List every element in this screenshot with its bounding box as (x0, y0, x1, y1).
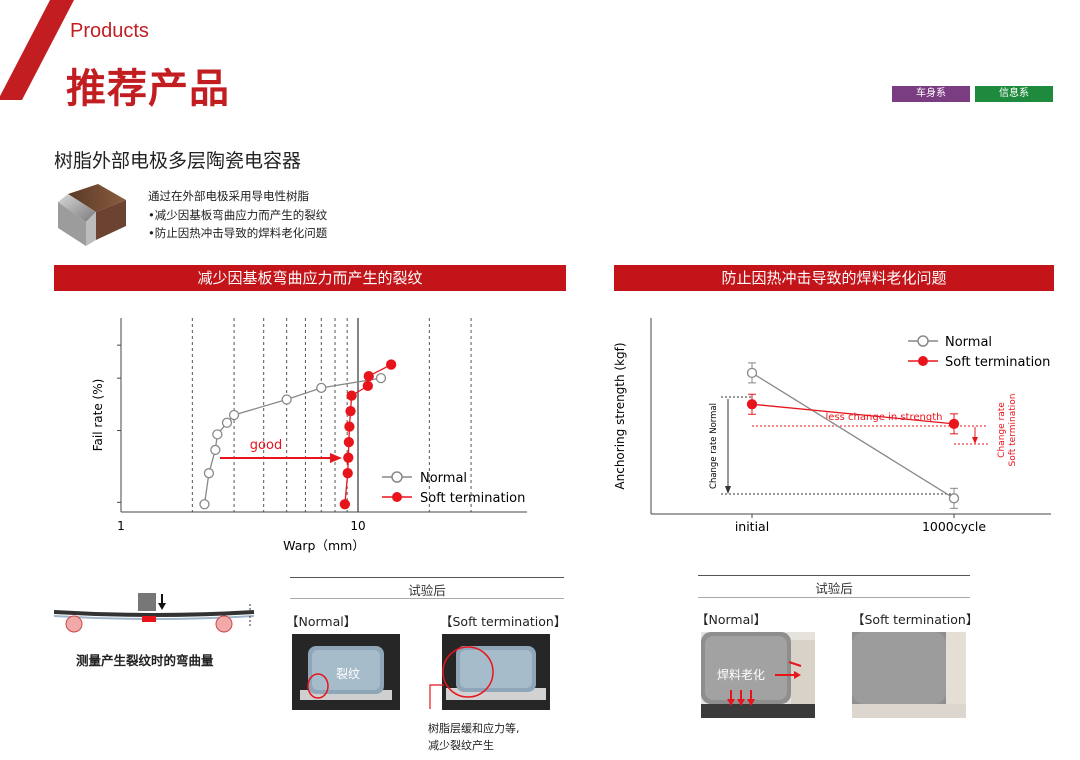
data-point-soft (344, 421, 355, 432)
legend-marker-soft (392, 492, 402, 502)
x-axis-label: Warp（mm） (283, 538, 365, 553)
data-point-soft (948, 418, 960, 429)
data-point-normal (948, 493, 960, 504)
data-point-soft (746, 399, 758, 410)
legend-marker-normal (917, 335, 929, 347)
tag-body-system: 车身系 (892, 86, 970, 102)
data-point-normal (375, 372, 387, 384)
data-point-soft (339, 499, 350, 510)
data-point-soft (343, 437, 355, 448)
bend-test-diagram (54, 593, 255, 633)
note-pointer (429, 684, 444, 709)
chart-legend: Normal Soft termination (382, 471, 525, 506)
good-annotation: good (250, 438, 282, 453)
chart-grid (191, 318, 472, 512)
data-point-soft (342, 468, 353, 479)
data-point-normal (746, 367, 758, 379)
photo-label-normal: 【Normal】 (696, 612, 767, 627)
data-point-soft (386, 359, 397, 370)
legend-label-normal: Normal (420, 471, 467, 486)
legend-label-soft: Soft termination (420, 491, 525, 506)
x-tick-label: 10 (350, 519, 365, 533)
divider (290, 577, 564, 578)
data-point-soft (345, 405, 356, 417)
good-arrowhead (330, 453, 342, 463)
photo-normal-crack: 裂纹 (292, 634, 400, 710)
divider (698, 575, 970, 576)
note-line: 树脂层缓和应力等, (428, 722, 520, 735)
legend-label-normal: Normal (945, 335, 992, 350)
legend-marker-normal (391, 471, 403, 483)
page-title: 推荐产品 (66, 66, 230, 112)
left-banner: 减少因基板弯曲应力而产生的裂纹 (54, 265, 566, 291)
change-rate-soft-label-1: Change rate (997, 402, 1007, 458)
photo-label-soft: 【Soft termination】 (440, 614, 567, 629)
x-tick-label: initial (735, 519, 769, 534)
x-tick-label: 1 (117, 519, 125, 533)
product-name: 树脂外部电极多层陶瓷电容器 (54, 150, 302, 172)
data-point-normal (199, 499, 210, 510)
test-after-header: 试验后 (408, 583, 446, 598)
data-point-normal (281, 394, 292, 405)
y-axis-label: Anchoring strength (kgf) (613, 342, 627, 489)
change-rate-normal-label: Change rate Normal (709, 403, 719, 489)
right-banner: 防止因热冲击导致的焊料老化问题 (614, 265, 1054, 291)
series-line-soft (751, 403, 955, 425)
photo-soft-solder (852, 632, 966, 718)
divider (698, 597, 970, 598)
data-point-normal (212, 429, 223, 440)
data-point-soft (363, 371, 374, 382)
series-line-normal (751, 372, 955, 499)
section-label: Products (70, 20, 149, 42)
note-line: 减少裂纹产生 (428, 739, 494, 752)
chart-legend: Normal Soft termination (908, 335, 1050, 370)
divider (290, 598, 564, 599)
crack-label: 裂纹 (336, 667, 360, 681)
legend-label-soft: Soft termination (945, 355, 1050, 370)
data-point-soft (346, 390, 357, 401)
anchoring-strength-chart: Anchoring strength (kgf) initial 1000cyc… (613, 318, 1051, 534)
product-desc-line: 通过在外部电极采用导电性树脂 (148, 189, 309, 203)
legend-marker-soft (918, 356, 928, 366)
capacitor-image (58, 184, 126, 246)
photo-normal-solder: 焊料老化 (701, 632, 815, 718)
photo-label-normal: 【Normal】 (286, 614, 357, 629)
tag-info-system: 信息系 (975, 86, 1053, 102)
data-point-soft (362, 380, 373, 392)
data-point-normal (210, 444, 221, 456)
data-point-normal (203, 468, 215, 479)
data-point-normal (221, 417, 233, 428)
bend-caption: 测量产生裂纹时的弯曲量 (76, 653, 214, 668)
photo-label-soft: 【Soft termination】 (852, 612, 979, 627)
x-tick-label: 1000cycle (922, 519, 986, 534)
header-slash (0, 0, 74, 100)
y-axis-label: Fail rate (%) (91, 379, 105, 452)
test-after-header: 试验后 (815, 581, 853, 596)
data-point-soft (343, 452, 354, 463)
fail-rate-chart: Fail rate (%) 1 10 Warp（mm） good Normal … (91, 318, 527, 553)
data-point-normal (228, 409, 240, 421)
change-rate-soft-label-2: Soft termination (1008, 394, 1018, 467)
solder-aging-label: 焊料老化 (717, 667, 765, 682)
product-desc-line: •防止因热冲击导致的焊料老化问题 (148, 226, 328, 240)
data-point-normal (316, 382, 327, 393)
photo-soft-termination (442, 634, 550, 710)
product-desc-line: •减少因基板弯曲应力而产生的裂纹 (148, 208, 328, 222)
